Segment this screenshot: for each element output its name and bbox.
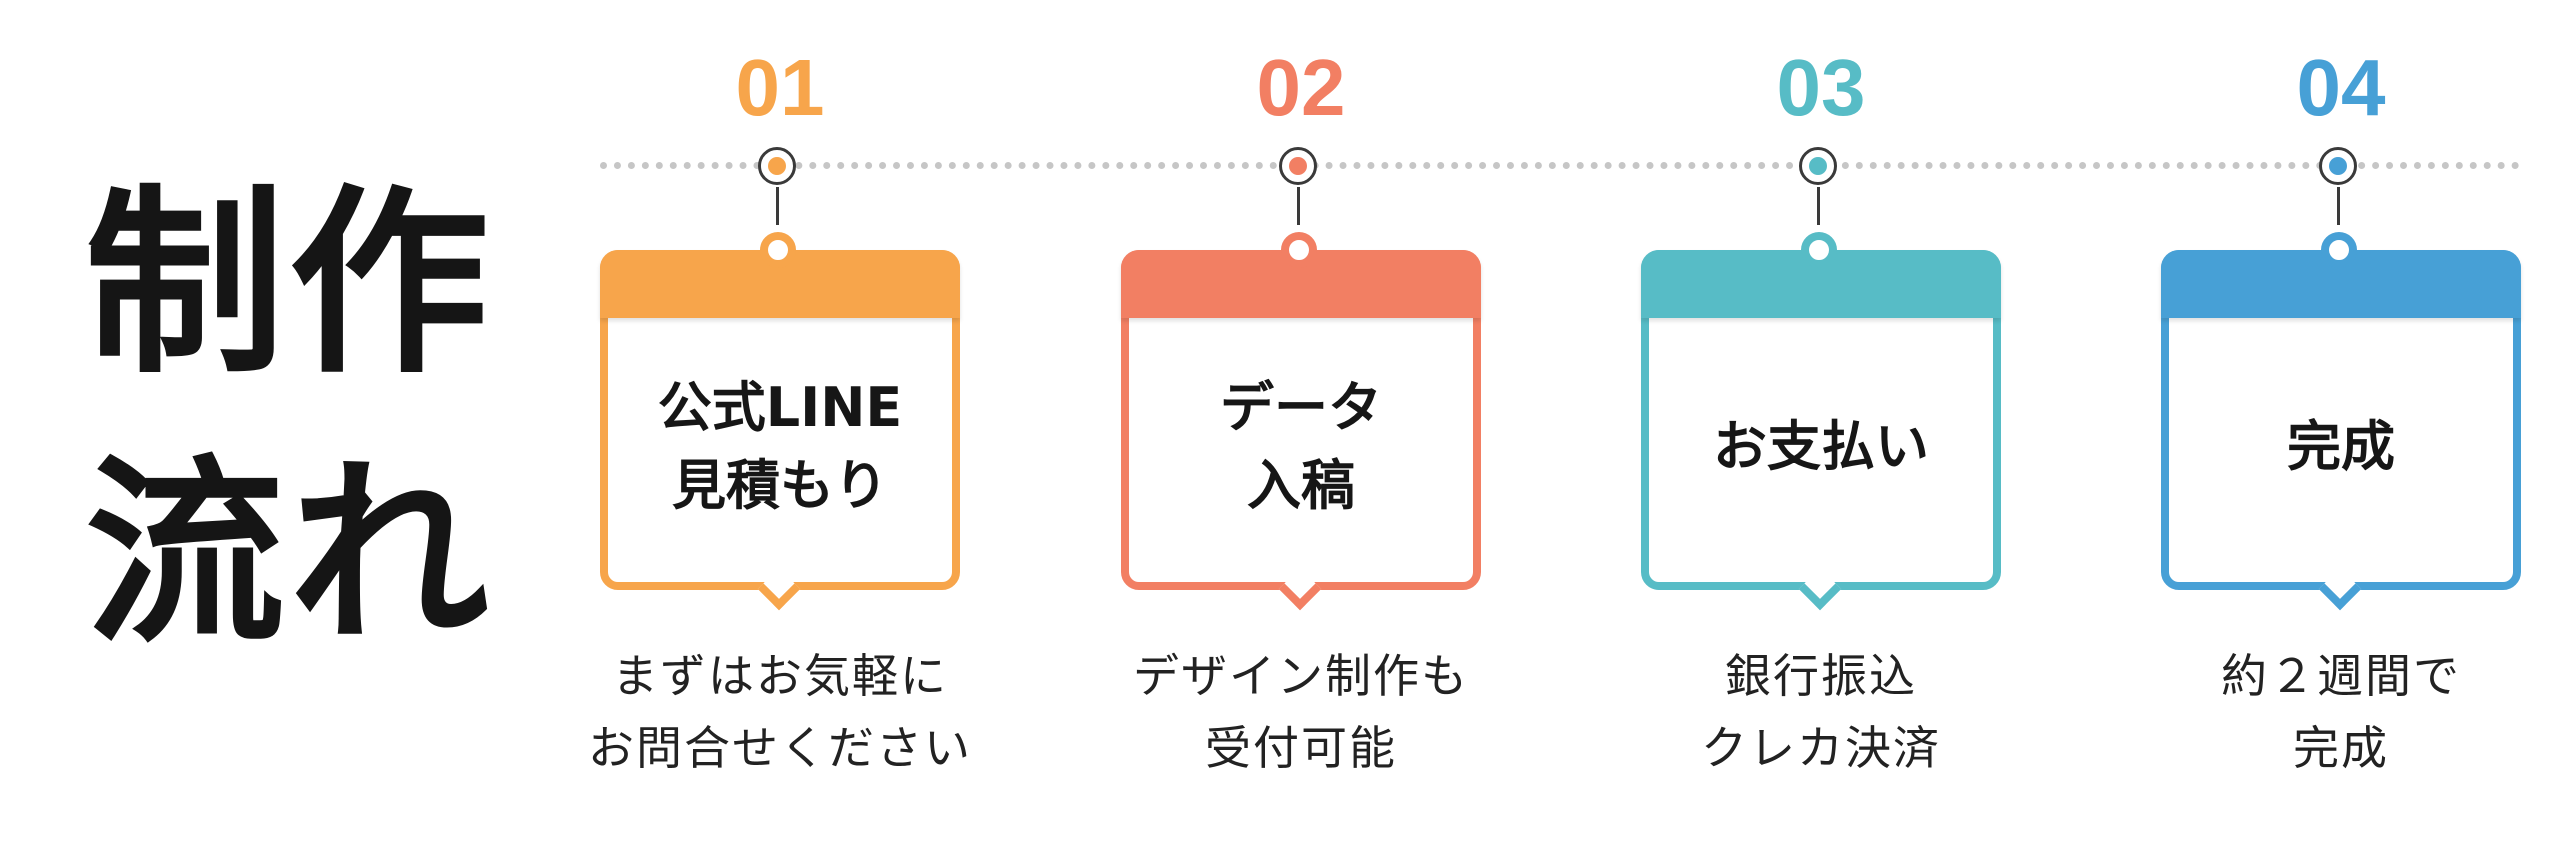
card-title: お支払い xyxy=(1649,318,1993,582)
timeline-marker xyxy=(1279,147,1317,185)
step-number: 02 xyxy=(1256,43,1346,132)
card-hanger-ring xyxy=(2321,232,2357,268)
step-1: 01 公式LINE 見積もり まずはお気軽に お問合せください xyxy=(588,0,970,853)
card-title: 公式LINE 見積もり xyxy=(608,318,952,582)
card-title-line: 見積もり xyxy=(672,454,888,517)
step-description: 銀行振込 クレカ決済 xyxy=(1581,640,2061,784)
title-line-1: 制作 xyxy=(85,168,494,401)
description-line: 完成 xyxy=(2293,721,2389,775)
card-title: データ 入稿 xyxy=(1129,318,1473,582)
step-card: 公式LINE 見積もり xyxy=(600,250,960,590)
description-line: 銀行振込 xyxy=(1725,649,1917,703)
card-title-line: 完成 xyxy=(2287,415,2395,478)
card-hanger-ring xyxy=(760,232,796,268)
description-line: まずはお気軽に xyxy=(612,649,948,703)
step-description: デザイン制作も 受付可能 xyxy=(1061,640,1541,784)
step-4: 04 完成 約２週間で 完成 xyxy=(2161,0,2521,853)
step-2: 02 データ 入稿 デザイン制作も 受付可能 xyxy=(1121,0,1481,853)
description-line: お問合せください xyxy=(588,721,972,775)
step-card: 完成 xyxy=(2161,250,2521,590)
marker-stem xyxy=(1297,187,1300,225)
card-title-line: 公式LINE xyxy=(657,376,903,439)
title-line-2: 流れ xyxy=(85,438,494,671)
timeline-dotted-line xyxy=(600,162,2520,169)
step-description: 約２週間で 完成 xyxy=(2101,640,2560,784)
step-3: 03 お支払い 銀行振込 クレカ決済 xyxy=(1641,0,2001,853)
card-title-line: お支払い xyxy=(1713,415,1929,478)
step-card: お支払い xyxy=(1641,250,2001,590)
card-title: 完成 xyxy=(2169,318,2513,582)
step-card: データ 入稿 xyxy=(1121,250,1481,590)
step-number: 01 xyxy=(735,43,825,132)
card-title-line: データ xyxy=(1220,376,1382,439)
page-title: 制作 流れ xyxy=(85,150,493,690)
marker-stem xyxy=(1817,187,1820,225)
timeline-marker xyxy=(1799,147,1837,185)
step-description: まずはお気軽に お問合せください xyxy=(540,640,1020,784)
marker-stem xyxy=(2337,187,2340,225)
marker-stem xyxy=(776,187,779,225)
step-number: 03 xyxy=(1776,43,1866,132)
card-hanger-ring xyxy=(1281,232,1317,268)
card-title-line: 入稿 xyxy=(1247,454,1355,517)
description-line: 受付可能 xyxy=(1205,721,1397,775)
step-number: 04 xyxy=(2296,43,2386,132)
card-hanger-ring xyxy=(1801,232,1837,268)
description-line: デザイン制作も xyxy=(1133,649,1469,703)
timeline-marker xyxy=(2319,147,2357,185)
timeline-marker xyxy=(758,147,796,185)
description-line: 約２週間で xyxy=(2221,649,2461,703)
description-line: クレカ決済 xyxy=(1701,721,1941,775)
